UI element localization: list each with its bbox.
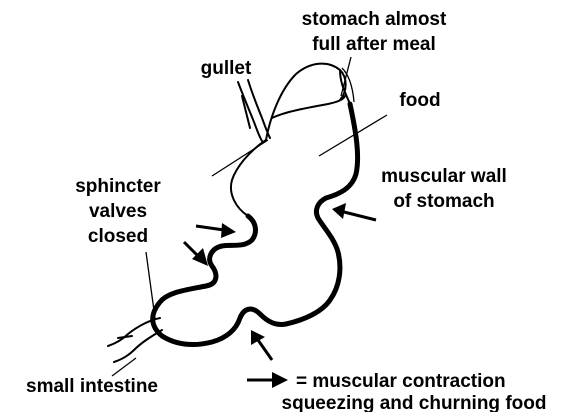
stomach-outline [153,70,358,344]
gullet-label: gullet [201,58,252,79]
sphincter-label-line1: sphincter [75,176,161,197]
filled-arrow-icon [251,330,272,360]
stomach-full-label-line2: full after meal [312,34,436,55]
muscular-wall-label-line2: of stomach [393,191,494,212]
legend-text-line1: = muscular contraction [296,371,506,392]
filled-arrow-icon [196,223,236,238]
small-intestine-label: small intestine [26,376,158,397]
stomach-full-label-line1: stomach almost [302,9,447,30]
muscular-wall-label-line1: muscular wall [381,166,507,187]
legend-arrow-icon [247,372,288,388]
food-label: food [399,90,440,111]
sphincter-label-line3: closed [88,226,148,247]
filled-arrow-icon [332,203,376,220]
gullet-tube [238,80,270,141]
sphincter-label-line2: valves [89,201,147,222]
legend-text-line2: squeezing and churning food [282,393,547,412]
filled-arrow-icon [184,242,208,266]
